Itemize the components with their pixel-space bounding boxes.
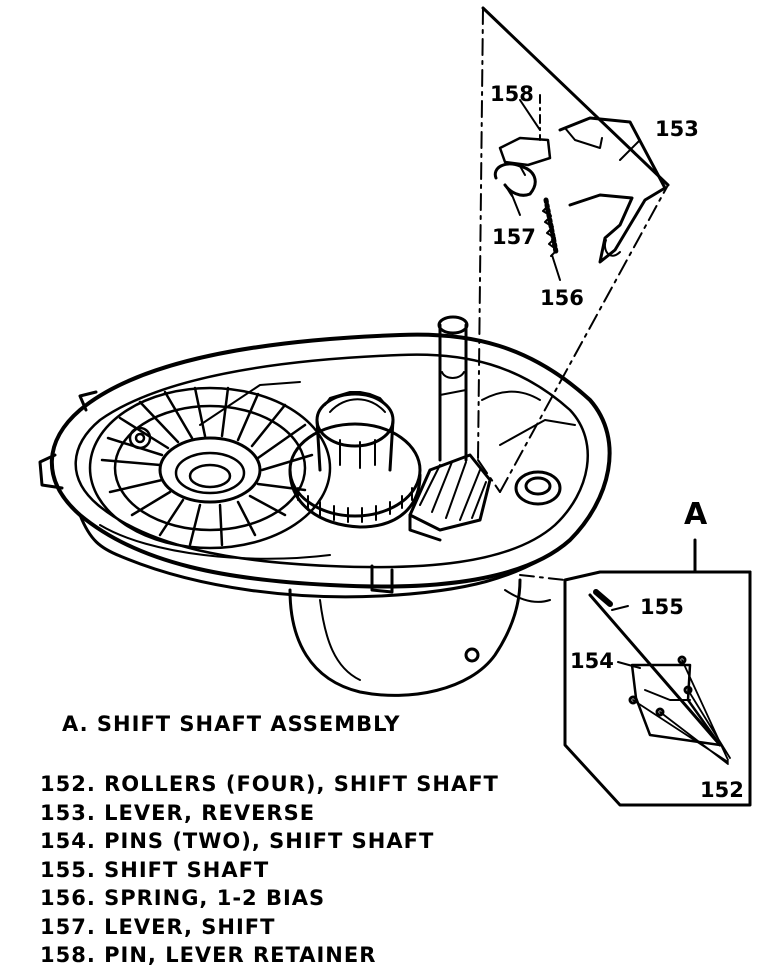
callout-155: 155	[640, 595, 684, 619]
legend-item-156: 156. SPRING, 1-2 BIAS	[40, 886, 326, 910]
callout-a: A	[684, 497, 708, 532]
callout-152: 152	[700, 778, 744, 802]
reverse-lever-detail	[493, 116, 667, 264]
legend-item-157: 157. LEVER, SHIFT	[40, 914, 276, 939]
callout-157: 157	[492, 225, 536, 249]
callout-153: 153	[655, 117, 699, 141]
legend-item-152: 152. ROLLERS (FOUR), SHIFT SHAFT	[40, 772, 499, 796]
legend-item-158: 158. PIN, LEVER RETAINER	[40, 943, 377, 967]
parts-legend: 152. ROLLERS (FOUR), SHIFT SHAFT 153. LE…	[40, 770, 499, 970]
callout-158: 158	[490, 82, 534, 106]
legend-item-154: 154. PINS (TWO), SHIFT SHAFT	[40, 829, 435, 853]
legend-item-153: 153. LEVER, REVERSE	[40, 800, 316, 825]
callout-154: 154	[570, 649, 614, 673]
top-leader-lines	[509, 99, 641, 281]
assembly-caption: A. SHIFT SHAFT ASSEMBLY	[62, 712, 401, 736]
detail-a-box	[519, 538, 752, 807]
ribbed-gear-housing	[88, 381, 332, 560]
callout-labels: 158 153 157 156 A 155 154 152	[490, 82, 744, 802]
shift-shaft-pinion	[408, 315, 576, 542]
top-detail-projection	[477, 6, 670, 493]
transmission-case	[38, 332, 612, 697]
legend-item-155: 155. SHIFT SHAFT	[40, 857, 270, 882]
center-gear	[288, 391, 422, 529]
callout-156: 156	[540, 286, 584, 310]
